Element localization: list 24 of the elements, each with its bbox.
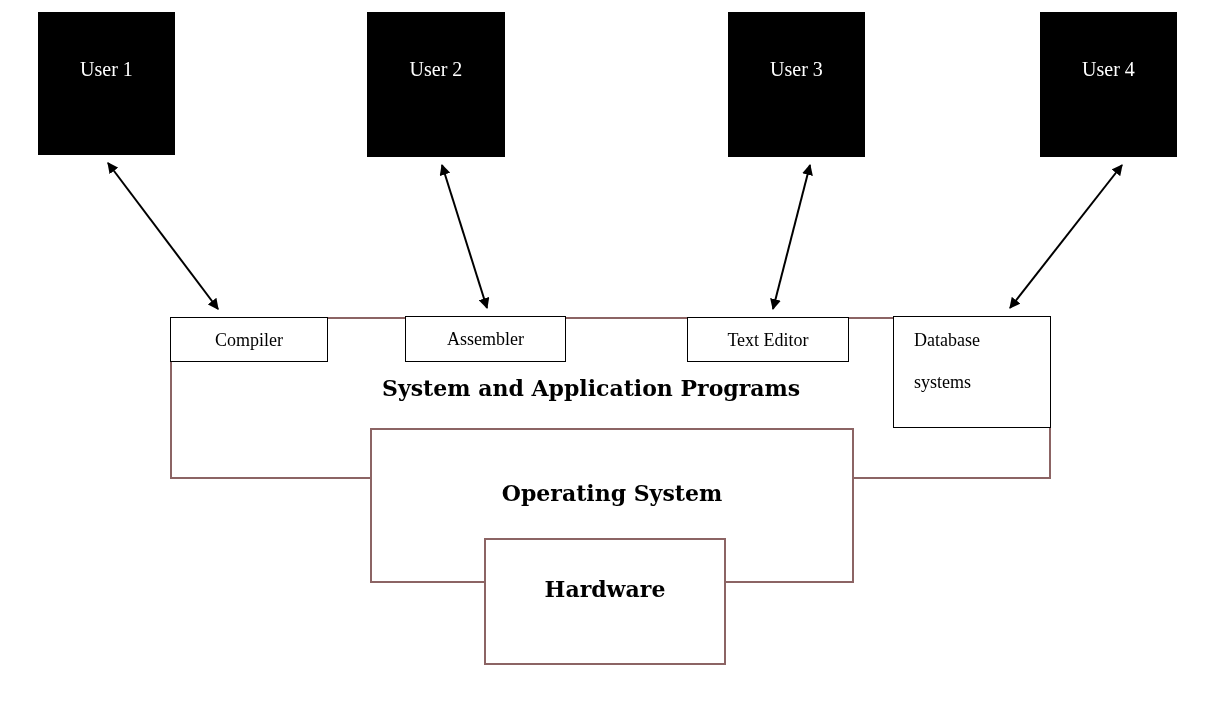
double-arrow	[1009, 164, 1123, 309]
layer-label: System and Application Programs	[382, 375, 801, 401]
node-label: User 2	[408, 58, 464, 81]
node-label: Database systems	[914, 329, 981, 394]
user-box	[728, 12, 865, 157]
user-box	[1040, 12, 1177, 157]
program-box	[405, 316, 566, 362]
layer-label: Hardware	[543, 576, 667, 602]
double-arrow	[770, 163, 813, 311]
program-box	[170, 317, 328, 362]
user-box	[38, 12, 175, 155]
double-arrow	[107, 162, 219, 310]
layer-label: Operating System	[500, 480, 724, 506]
node-label: User 3	[769, 58, 824, 81]
node-label: Text Editor	[726, 330, 810, 351]
double-arrow	[439, 163, 490, 310]
user-box	[367, 12, 505, 157]
node-label: User 4	[1081, 58, 1136, 81]
node-label: Compiler	[214, 330, 284, 351]
layer-box	[484, 538, 726, 665]
program-box	[893, 316, 1051, 428]
node-label: User 1	[79, 58, 134, 81]
program-box	[687, 317, 849, 362]
node-label: Assembler	[446, 329, 525, 350]
